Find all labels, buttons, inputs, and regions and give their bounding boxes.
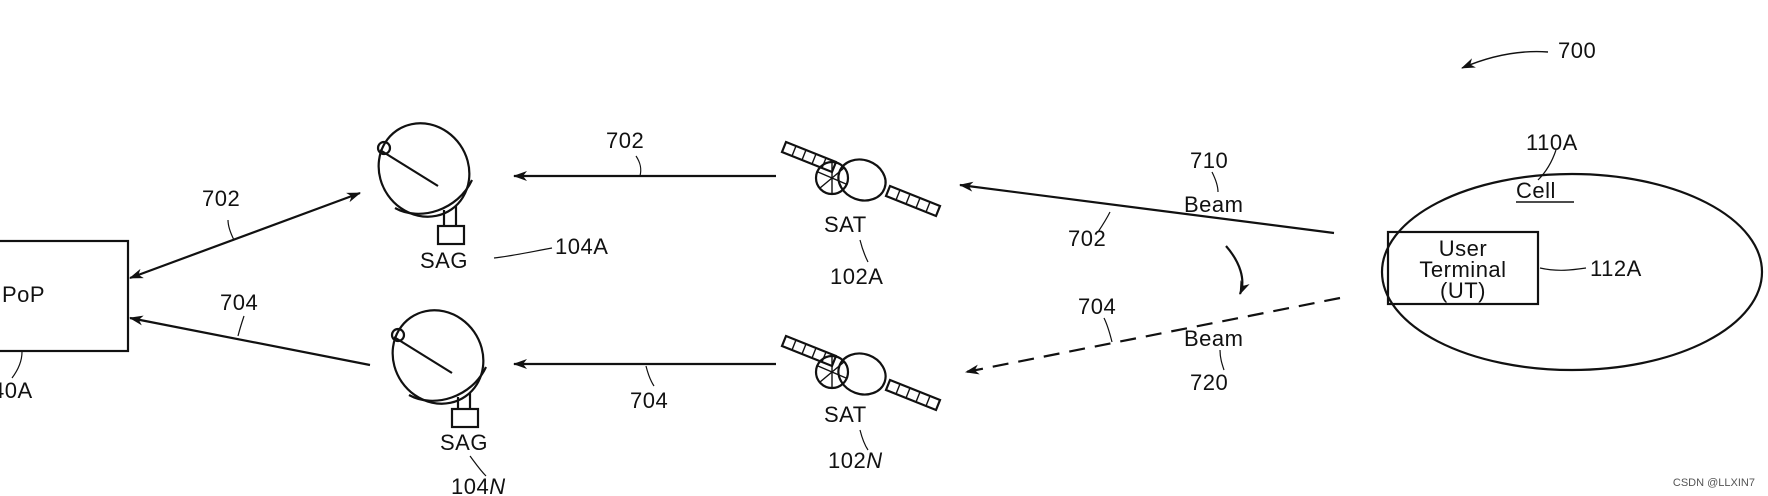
ut-ref: 112A bbox=[1590, 256, 1642, 281]
satellite-a-label: SAT bbox=[824, 212, 867, 237]
satellite-a-ref-leader bbox=[860, 240, 868, 262]
ut-ref-leader bbox=[1540, 268, 1586, 270]
svg-text:702: 702 bbox=[606, 128, 644, 153]
figure-ref-label: 700 bbox=[1558, 38, 1596, 63]
figure-reference: 700 bbox=[1462, 38, 1596, 68]
svg-text:704: 704 bbox=[1078, 294, 1116, 319]
gateway-n-label: SAG bbox=[440, 430, 488, 455]
link-sag-n-pop: 704 bbox=[130, 290, 370, 365]
gateway-a-label: SAG bbox=[420, 248, 468, 273]
gateway-a-ref-leader bbox=[494, 248, 552, 258]
svg-text:702: 702 bbox=[202, 186, 240, 211]
satellite-n: SAT 102N bbox=[782, 336, 940, 473]
beam-720-label: Beam bbox=[1184, 326, 1243, 351]
gateway-a-ref: 104A bbox=[555, 234, 608, 259]
beam-720-ref: 720 bbox=[1190, 370, 1228, 395]
pop-ref-label: 40A bbox=[0, 378, 33, 403]
satellite-a-ref: 102A bbox=[830, 264, 883, 289]
pop-node: PoP 40A bbox=[0, 241, 128, 403]
gateway-a: SAG 104A bbox=[360, 105, 608, 273]
beam-720: Beam 720 bbox=[1184, 326, 1243, 395]
link-pop-sag-a: 702 bbox=[130, 186, 360, 278]
ut-line-3: (UT) bbox=[1440, 278, 1486, 303]
gateway-n-ref-leader bbox=[470, 456, 486, 476]
watermark: CSDN @LLXIN7 bbox=[1673, 477, 1755, 489]
cell: 110A Cell User Terminal (UT) 112A bbox=[1382, 130, 1762, 370]
beam-710-ref: 710 bbox=[1190, 148, 1228, 173]
svg-text:704: 704 bbox=[220, 290, 258, 315]
link-ut-sat-a: 702 bbox=[960, 185, 1334, 251]
link-ut-sat-n: 704 bbox=[966, 294, 1340, 372]
satellite-icon bbox=[782, 142, 940, 216]
satellite-a: SAT 102A bbox=[782, 142, 940, 289]
beam-switch-arrow bbox=[1226, 246, 1242, 294]
satellite-n-ref-num: 102N bbox=[828, 448, 883, 473]
link-sat-sag-n: 704 bbox=[514, 364, 776, 413]
gateway-n-ref-num: 104N bbox=[451, 474, 506, 496]
link-sat-sag-a: 702 bbox=[514, 128, 776, 176]
gateway-n: SAG 104N bbox=[374, 292, 505, 496]
cell-label: Cell bbox=[1516, 178, 1556, 203]
satellite-dish-icon bbox=[360, 105, 487, 244]
beam-710: 710 Beam bbox=[1184, 148, 1243, 217]
svg-text:704: 704 bbox=[630, 388, 668, 413]
satellite-dish-icon bbox=[374, 292, 501, 427]
satellite-n-label: SAT bbox=[824, 402, 867, 427]
pop-label: PoP bbox=[2, 282, 45, 307]
satellite-n-ref-leader bbox=[860, 430, 868, 450]
cell-ref: 110A bbox=[1526, 130, 1578, 155]
svg-text:702: 702 bbox=[1068, 226, 1106, 251]
beam-710-label: Beam bbox=[1184, 192, 1243, 217]
satellite-icon bbox=[782, 336, 940, 410]
pop-ref-leader bbox=[12, 352, 22, 378]
